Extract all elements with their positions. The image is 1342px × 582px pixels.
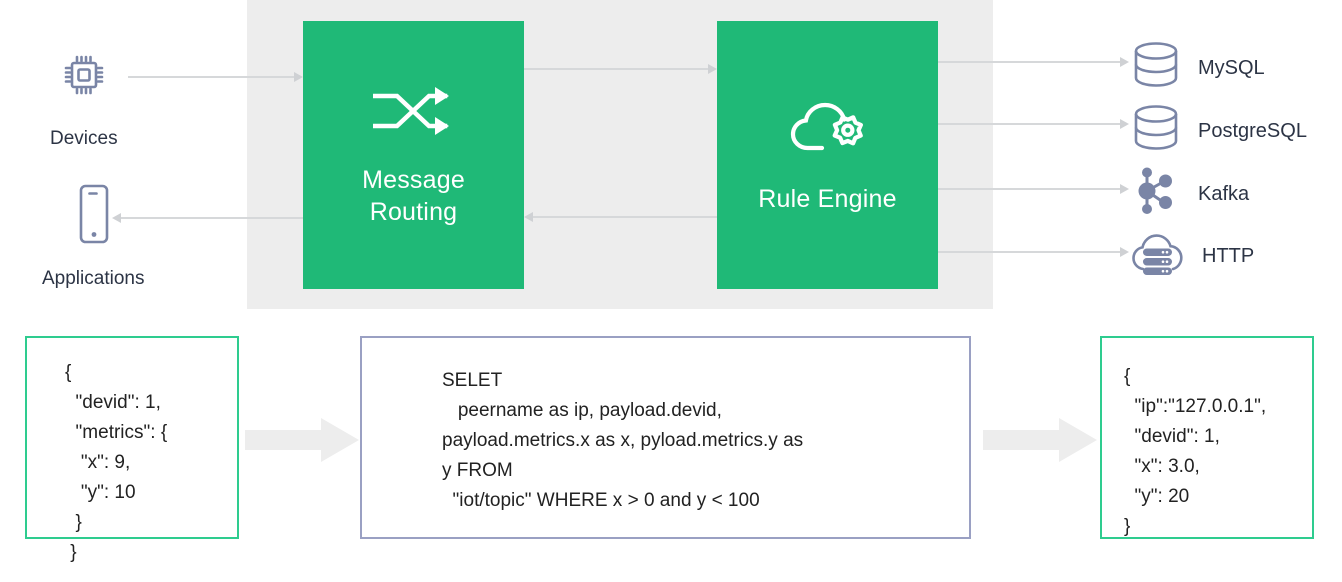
- payload-text-output-json: { "ip":"127.0.0.1", "devid": 1, "x": 3.0…: [1124, 366, 1267, 537]
- connector-rule-engine-to-routing: [533, 216, 717, 218]
- destination-label-http: HTTP: [1202, 244, 1255, 267]
- destination-node-http[interactable]: HTTP: [1130, 228, 1254, 283]
- smartphone-icon: [70, 182, 116, 253]
- destination-label-kafka: Kafka: [1198, 182, 1250, 205]
- node-graph-icon: [1130, 166, 1182, 221]
- block-arrow-sql-to-output: [983, 418, 1097, 467]
- arrowhead-routing-to-applications: [112, 213, 121, 223]
- source-node-applications[interactable]: Applications: [42, 182, 144, 291]
- arrowhead-rule-engine-to-postgresql: [1120, 119, 1129, 129]
- payload-box-output-json[interactable]: { "ip":"127.0.0.1", "devid": 1, "x": 3.0…: [1100, 336, 1314, 539]
- connector-devices-to-routing: [128, 76, 294, 78]
- source-label-applications: Applications: [42, 268, 145, 289]
- cloud-server-icon: [1130, 228, 1186, 283]
- source-label-devices: Devices: [50, 128, 118, 149]
- connector-routing-to-rule-engine: [524, 68, 708, 70]
- connector-rule-engine-to-kafka: [938, 188, 1120, 190]
- arrowhead-routing-to-rule-engine: [708, 64, 717, 74]
- connector-rule-engine-to-postgresql: [938, 123, 1120, 125]
- microchip-icon: [53, 44, 115, 111]
- cloud-gear-icon: [788, 96, 868, 163]
- arrowhead-rule-engine-to-kafka: [1120, 184, 1129, 194]
- shuffle-arrows-icon: [372, 83, 455, 144]
- payload-text-rule-sql: SELET peername as ip, payload.devid, pay…: [442, 370, 804, 511]
- process-label-line1: Message: [362, 165, 465, 194]
- arrowhead-rule-engine-to-mysql: [1120, 57, 1129, 67]
- payload-box-rule-sql[interactable]: SELET peername as ip, payload.devid, pay…: [360, 336, 971, 539]
- destination-label-postgresql: PostgreSQL: [1198, 119, 1307, 142]
- database-cylinder-icon: [1130, 40, 1182, 95]
- destination-label-mysql: MySQL: [1198, 56, 1265, 79]
- connector-rule-engine-to-mysql: [938, 61, 1120, 63]
- process-label-rule-engine: Rule Engine: [758, 184, 897, 213]
- payload-text-input-json: { "devid": 1, "metrics": { "x": 9, "y": …: [65, 362, 168, 563]
- process-box-rule-engine[interactable]: Rule Engine: [717, 21, 938, 289]
- destination-node-kafka[interactable]: Kafka: [1130, 166, 1249, 221]
- database-cylinder-icon: [1130, 103, 1182, 158]
- source-node-devices[interactable]: Devices: [50, 44, 118, 151]
- connector-rule-engine-to-http: [938, 251, 1120, 253]
- destination-node-postgresql[interactable]: PostgreSQL: [1130, 103, 1307, 158]
- destination-node-mysql[interactable]: MySQL: [1130, 40, 1265, 95]
- block-arrow-input-to-sql: [245, 418, 359, 467]
- payload-box-input-json[interactable]: { "devid": 1, "metrics": { "x": 9, "y": …: [25, 336, 239, 563]
- arrowhead-rule-engine-to-http: [1120, 247, 1129, 257]
- process-label-line2: Routing: [369, 197, 458, 226]
- connector-routing-to-applications: [121, 217, 303, 219]
- arrowhead-devices-to-routing: [294, 72, 303, 82]
- arrowhead-rule-engine-to-routing: [524, 212, 533, 222]
